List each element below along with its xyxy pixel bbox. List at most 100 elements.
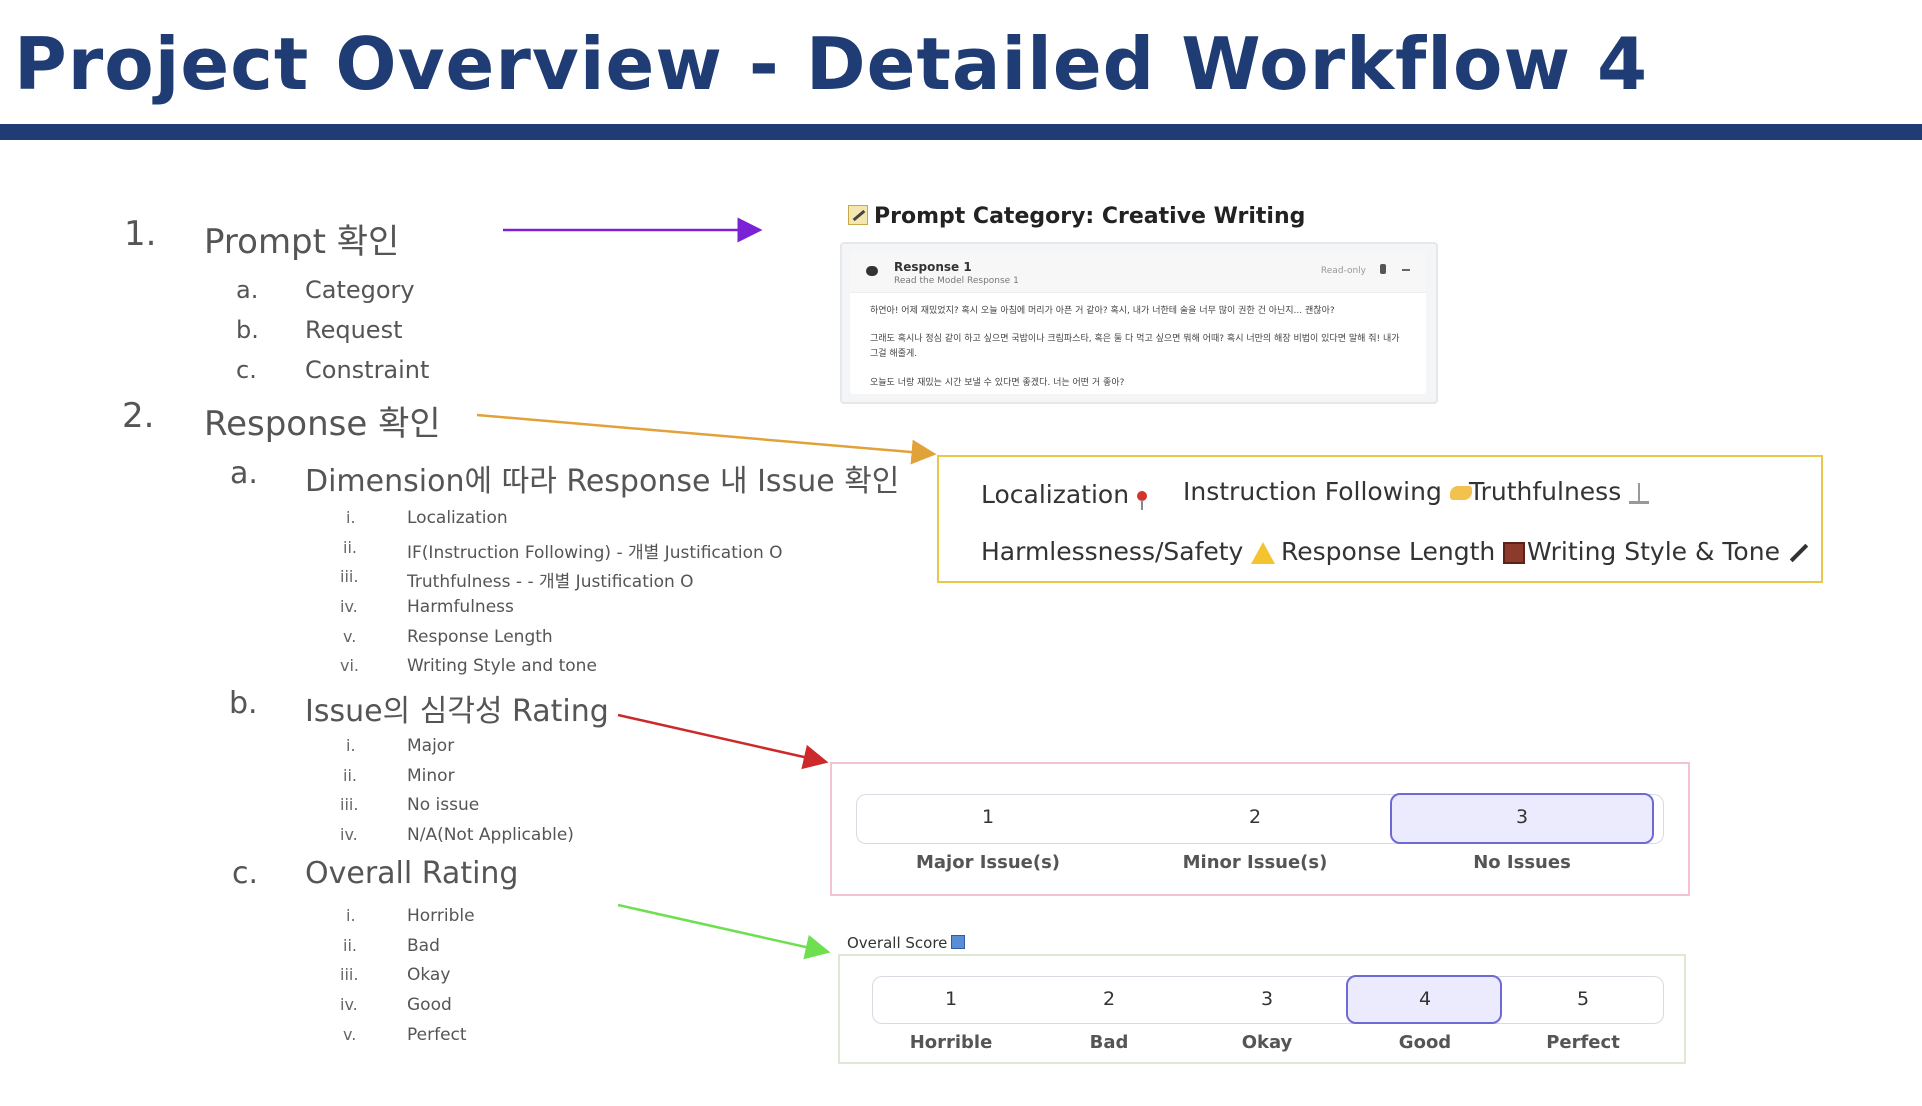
outline-2c-v-label: Perfect bbox=[407, 1025, 467, 1045]
outline-2a-iii-num: iii. bbox=[340, 567, 359, 586]
outline-2c-iv-label: Good bbox=[407, 995, 452, 1015]
outline-item-2-number: 2. bbox=[122, 396, 155, 436]
response-card-header: Response 1 Read the Model Response 1 Rea… bbox=[850, 252, 1426, 293]
overall-score-option-1[interactable]: 1 bbox=[944, 988, 958, 1010]
outline-2b-i-label: Major bbox=[407, 736, 455, 756]
outline-2c-letter: c. bbox=[232, 856, 259, 891]
page-title: Project Overview - Detailed Workflow 4 bbox=[14, 22, 1649, 106]
dimension-writing-style-label: Writing Style & Tone bbox=[1527, 537, 1780, 566]
overall-score-option-4[interactable]: 4 bbox=[1418, 988, 1432, 1010]
round-pushpin-icon bbox=[1137, 491, 1148, 510]
outline-1a-label: Category bbox=[305, 276, 415, 304]
outline-1c-label: Constraint bbox=[305, 356, 430, 384]
severity-option-2[interactable]: 2 bbox=[1248, 806, 1262, 828]
severity-rating-panel: 1 2 3 Major Issue(s) Minor Issue(s) No I… bbox=[830, 762, 1690, 896]
dimension-truthfulness-label: Truthfulness bbox=[1469, 477, 1622, 506]
arrow-response bbox=[476, 413, 937, 465]
severity-option-3[interactable]: 3 bbox=[1515, 806, 1529, 828]
response-paragraph-2: 그래도 혹시나 정심 같이 하고 싶으면 국밥이나 크림파스타, 혹은 둘 다 … bbox=[870, 334, 1400, 359]
outline-2c-iii-num: iii. bbox=[340, 965, 359, 984]
outline-2a-iv-num: iv. bbox=[340, 597, 358, 616]
outline-item-1-label: Prompt 확인 bbox=[204, 222, 400, 262]
outline-2c-v-num: v. bbox=[343, 1025, 357, 1044]
severity-label-2: Minor Issue(s) bbox=[1182, 852, 1328, 873]
chat-bubble-icon bbox=[866, 266, 878, 276]
overall-score-segmented-control bbox=[872, 976, 1664, 1024]
outline-2a-vi-label: Writing Style and tone bbox=[407, 656, 597, 676]
outline-2b-ii-num: ii. bbox=[343, 766, 357, 785]
bar-chart-icon bbox=[951, 935, 966, 949]
arrow-overall bbox=[617, 903, 831, 960]
overall-score-heading: Overall Score bbox=[847, 934, 966, 952]
read-only-badge: Read-only bbox=[1320, 266, 1366, 276]
overall-score-panel: 1 2 3 4 5 Horrible Bad Okay Good Perfect bbox=[838, 954, 1686, 1064]
dimension-instruction-following-label: Instruction Following bbox=[1183, 477, 1442, 506]
outline-2c-i-label: Horrible bbox=[407, 906, 475, 926]
pointing-hand-icon bbox=[1449, 486, 1472, 500]
dimension-harmlessness: Harmlessness/Safety bbox=[981, 537, 1276, 566]
outline-2b-iii-label: No issue bbox=[407, 795, 480, 815]
outline-1b-label: Request bbox=[305, 316, 403, 344]
response-title: Response 1 bbox=[894, 260, 972, 274]
response-card-inner: Response 1 Read the Model Response 1 Rea… bbox=[850, 252, 1426, 394]
response-subtitle: Read the Model Response 1 bbox=[894, 276, 1019, 286]
paintbrush-icon bbox=[1789, 543, 1809, 563]
outline-2c-ii-label: Bad bbox=[407, 936, 440, 956]
dimension-response-length: Response Length bbox=[1281, 537, 1526, 566]
outline-2b-i-num: i. bbox=[346, 736, 356, 755]
response-paragraph-1: 하연아! 어제 재밌었지? 혹시 오늘 아침에 머리가 아픈 거 같아? 혹시,… bbox=[870, 306, 1335, 316]
overall-score-option-3[interactable]: 3 bbox=[1260, 988, 1274, 1010]
response-paragraph-3: 오늘도 너랑 재밌는 시간 보낼 수 있다면 좋겠다. 너는 어떤 거 좋아? bbox=[870, 378, 1125, 388]
severity-label-1: Major Issue(s) bbox=[915, 852, 1061, 873]
pin-icon[interactable] bbox=[1380, 264, 1386, 274]
outline-2a-iv-label: Harmfulness bbox=[407, 597, 514, 617]
outline-2c-iv-num: iv. bbox=[340, 995, 358, 1014]
outline-2a-ii-num: ii. bbox=[343, 538, 357, 557]
outline-2b-iv-label: N/A(Not Applicable) bbox=[407, 825, 574, 845]
minimize-icon[interactable] bbox=[1402, 269, 1410, 271]
severity-label-3: No Issues bbox=[1473, 852, 1571, 873]
overall-score-option-2[interactable]: 2 bbox=[1102, 988, 1116, 1010]
overall-score-label-5: Perfect bbox=[1546, 1032, 1620, 1053]
balance-scale-icon bbox=[1629, 482, 1650, 504]
memo-icon bbox=[848, 205, 868, 225]
prompt-category-heading: Prompt Category: Creative Writing bbox=[848, 204, 1305, 229]
outline-2a-letter: a. bbox=[230, 456, 258, 491]
outline-2a-i-label: Localization bbox=[407, 508, 508, 528]
prompt-category-text: Prompt Category: Creative Writing bbox=[874, 204, 1306, 229]
arrow-severity bbox=[617, 713, 829, 770]
outline-2a-ii-label: IF(Instruction Following) - 개별 Justifica… bbox=[407, 543, 783, 563]
dimension-localization-label: Localization bbox=[981, 480, 1130, 509]
dimension-response-length-label: Response Length bbox=[1281, 537, 1496, 566]
outline-2c-i-num: i. bbox=[346, 906, 356, 925]
overall-score-selected-option bbox=[1346, 975, 1502, 1024]
outline-2c-iii-label: Okay bbox=[407, 965, 451, 985]
outline-2a-v-label: Response Length bbox=[407, 627, 553, 647]
overall-score-label-4: Good bbox=[1398, 1032, 1452, 1053]
outline-1b-letter: b. bbox=[236, 316, 259, 344]
severity-option-1[interactable]: 1 bbox=[981, 806, 995, 828]
warning-icon bbox=[1251, 542, 1276, 564]
abacus-icon bbox=[1503, 542, 1526, 564]
outline-2b-label: Issue의 심각성 Rating bbox=[305, 694, 609, 729]
severity-selected-option bbox=[1390, 793, 1654, 844]
response-card: Response 1 Read the Model Response 1 Rea… bbox=[840, 242, 1438, 404]
outline-1a-letter: a. bbox=[236, 276, 259, 304]
overall-score-label-1: Horrible bbox=[909, 1032, 993, 1053]
outline-2a-iii-label: Truthfulness - - 개별 Justification O bbox=[407, 572, 694, 592]
dimensions-panel: Localization Instruction Following Truth… bbox=[937, 455, 1823, 583]
overall-score-label-3: Okay bbox=[1241, 1032, 1293, 1053]
outline-2a-i-num: i. bbox=[346, 508, 356, 527]
dimension-instruction-following: Instruction Following bbox=[1183, 477, 1472, 506]
outline-item-2-label: Response 확인 bbox=[204, 404, 441, 444]
outline-2b-ii-label: Minor bbox=[407, 766, 455, 786]
outline-2b-iv-num: iv. bbox=[340, 825, 358, 844]
title-underline-bar bbox=[0, 124, 1922, 140]
dimension-writing-style: Writing Style & Tone bbox=[1527, 537, 1810, 566]
overall-score-title: Overall Score bbox=[847, 934, 948, 952]
outline-2b-letter: b. bbox=[229, 686, 258, 721]
outline-2a-vi-num: vi. bbox=[340, 656, 359, 675]
outline-2a-label: Dimension에 따라 Response 내 Issue 확인 bbox=[305, 464, 900, 499]
overall-score-option-5[interactable]: 5 bbox=[1576, 988, 1590, 1010]
